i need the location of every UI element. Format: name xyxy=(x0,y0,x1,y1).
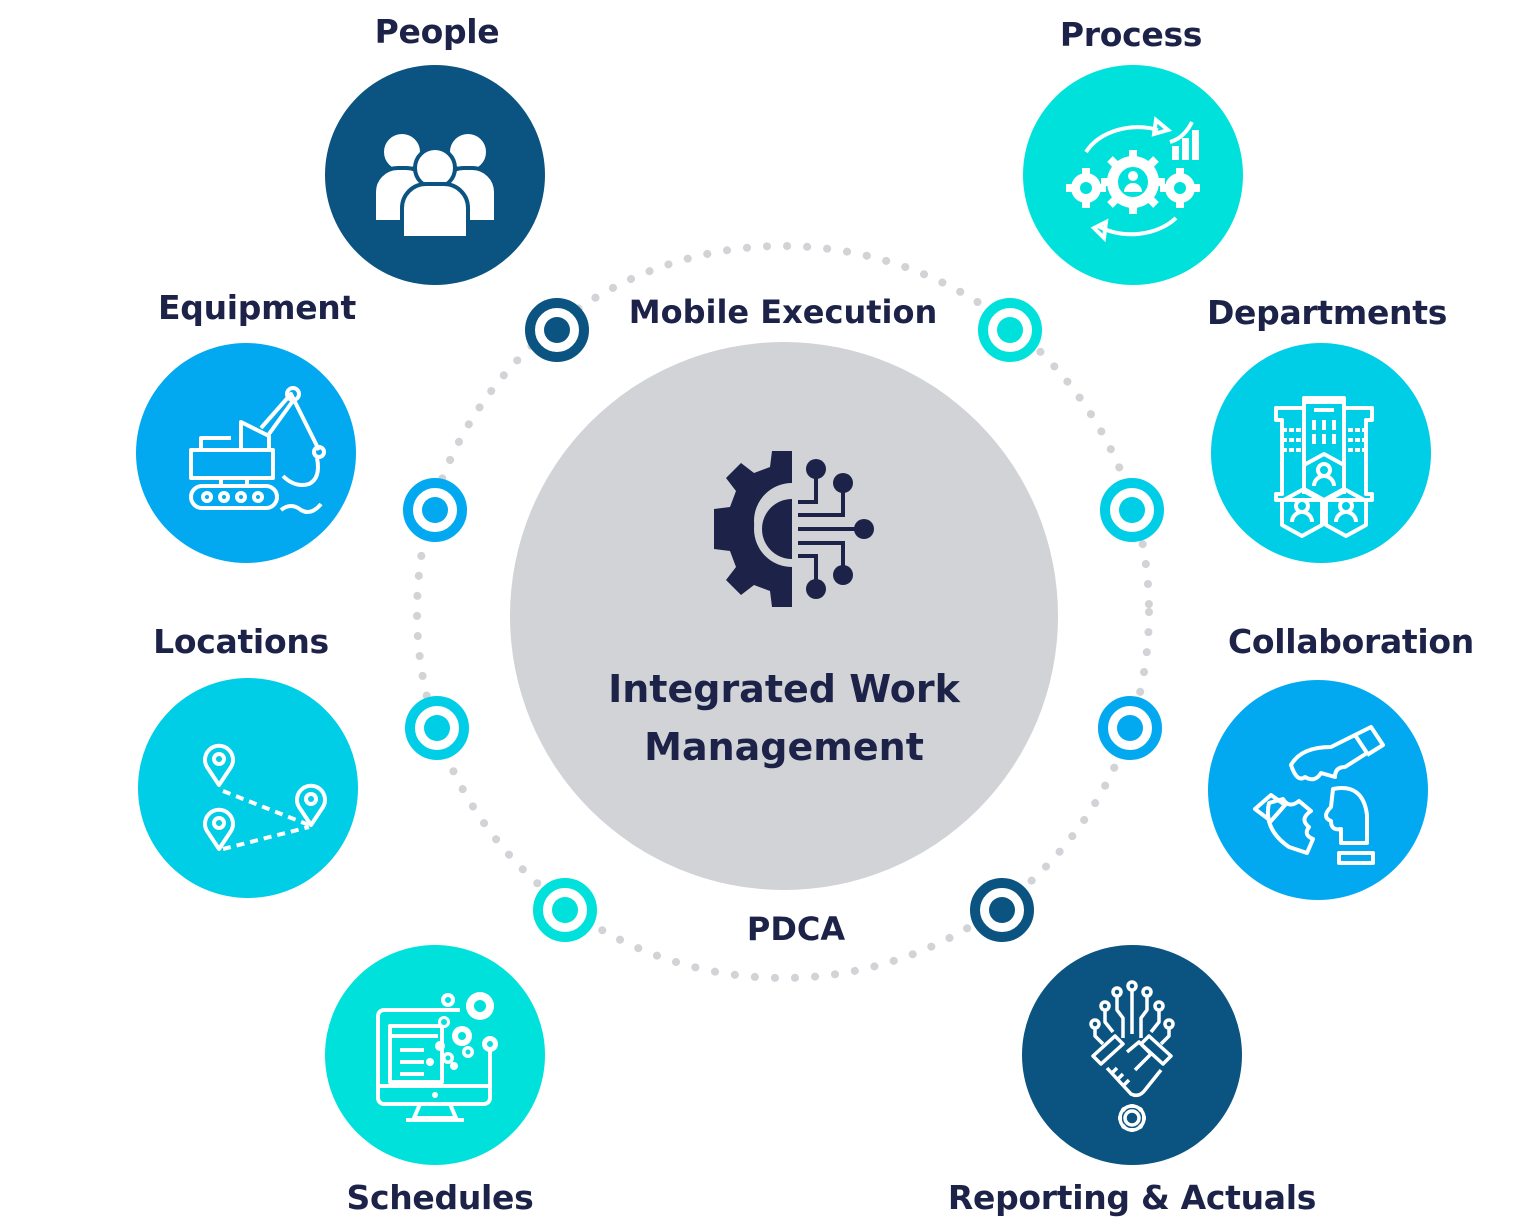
node-collaboration xyxy=(1208,680,1428,900)
node-label-process: Process xyxy=(1059,15,1203,54)
ring-label-pdca: PDCA xyxy=(746,910,846,948)
node-schedules xyxy=(325,945,545,1165)
node-label-collaboration: Collaboration xyxy=(1228,622,1474,661)
node-label-reporting-actuals: Reporting & Actuals xyxy=(947,1178,1317,1217)
central-hub: Integrated Work Management xyxy=(510,342,1058,890)
marker-locations xyxy=(405,696,469,760)
monitor-gears-icon xyxy=(376,992,498,1122)
gear-circuit-icon xyxy=(714,451,874,607)
node-process xyxy=(1023,65,1243,285)
marker-collaboration xyxy=(1098,696,1162,760)
node-locations xyxy=(138,678,358,898)
marker-process xyxy=(978,298,1042,362)
node-label-departments: Departments xyxy=(1206,293,1448,332)
node-label-people: People xyxy=(374,12,500,51)
hub-title-line-2: Management xyxy=(644,725,924,769)
ring-label-mobile-execution: Mobile Execution xyxy=(628,293,938,331)
hub-title: Integrated Work Management xyxy=(510,660,1058,776)
process-gears-icon xyxy=(1066,116,1200,243)
marker-equipment xyxy=(403,478,467,542)
buildings-team-icon xyxy=(1274,396,1374,538)
map-pins-route-icon xyxy=(203,743,327,851)
hub-title-line-1: Integrated Work xyxy=(608,667,960,711)
node-equipment xyxy=(136,343,356,563)
puzzle-hands-icon xyxy=(1253,725,1385,865)
marker-departments xyxy=(1100,478,1164,542)
people-group-icon xyxy=(372,130,498,240)
excavator-icon xyxy=(189,386,326,514)
node-label-equipment: Equipment xyxy=(158,288,356,327)
node-label-schedules: Schedules xyxy=(346,1178,534,1217)
marker-schedules xyxy=(533,878,597,942)
node-departments xyxy=(1211,343,1431,563)
handshake-circuit-gear-icon xyxy=(1089,980,1175,1132)
node-label-locations: Locations xyxy=(153,622,329,661)
marker-reporting xyxy=(970,878,1034,942)
node-people xyxy=(325,65,545,285)
node-reporting-actuals xyxy=(1022,945,1242,1165)
marker-people xyxy=(525,298,589,362)
